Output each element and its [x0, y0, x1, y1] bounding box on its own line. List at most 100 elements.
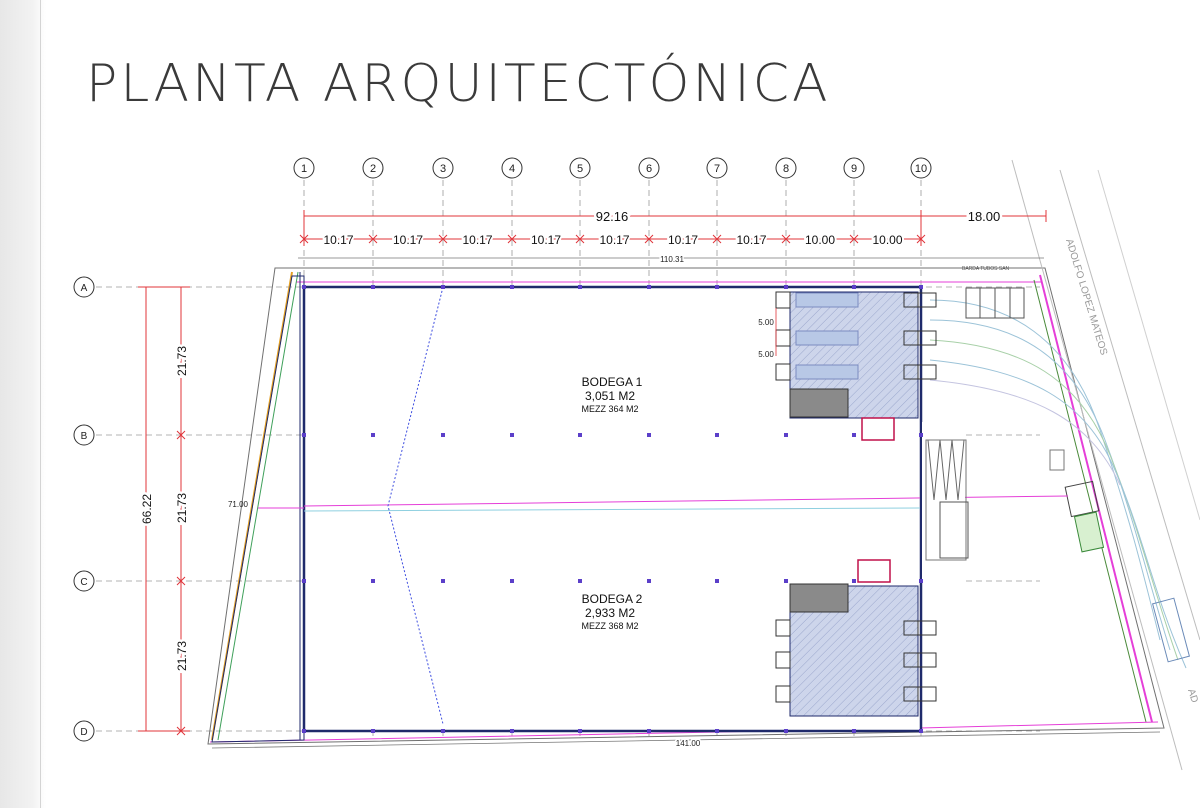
dock-doors — [775, 291, 937, 703]
column-grid-markers: 1 2 3 4 5 6 7 8 9 10 — [293, 157, 932, 179]
column-7-B — [715, 433, 719, 437]
warehouse-1-mezz: MEZZ 364 M2 — [581, 404, 638, 414]
grid-marker-8: 8 — [775, 157, 797, 179]
grid-marker-1: 1 — [293, 157, 315, 179]
bay-dim-1: 10.17 — [299, 231, 356, 249]
column-9-C — [852, 579, 856, 583]
building — [258, 285, 1069, 733]
grid-marker-2: 2 — [362, 157, 384, 179]
row-grid-markers: A B C D — [73, 276, 95, 742]
column-2-A — [371, 285, 375, 289]
dim-total-top: 92.16 — [596, 209, 629, 224]
grid-marker-3: 3 — [432, 157, 454, 179]
warehouse-1-area: 3,051 M2 — [585, 389, 635, 403]
left-bay-dim-2: 21.73 — [173, 490, 192, 586]
dim-mid-left: 71.00 — [228, 500, 249, 509]
left-dimensions: 66.22 71.00 — [138, 286, 249, 732]
site-boundary — [207, 267, 1165, 745]
dock-door-upper-2 — [775, 329, 937, 347]
bay-dim-4: 10.17 — [507, 231, 563, 249]
dock-door-upper-1 — [775, 291, 937, 309]
column-5-D — [578, 729, 582, 733]
column-8-D — [784, 729, 788, 733]
column-9-D — [852, 729, 856, 733]
warehouse-2-area: 2,933 M2 — [585, 606, 635, 620]
column-3-C — [441, 579, 445, 583]
bay-dimensions: 10.17 10.17 10.17 10.17 10.17 10.17 10.17 10.00… — [299, 231, 926, 249]
dim-inner-top: 110.31 — [660, 255, 684, 264]
column-6-D — [647, 729, 651, 733]
grid-label-8: 8 — [783, 163, 789, 175]
dock-door-lower-3 — [775, 685, 937, 703]
bay-dim-3: 10.17 — [438, 231, 495, 249]
bottom-dimension: 141.00 — [211, 731, 1161, 750]
bay-dim-6: 10.17 — [644, 231, 700, 249]
column-6-C — [647, 579, 651, 583]
column-2-D — [371, 729, 375, 733]
left-bay-dim-1: 21.73 — [173, 343, 192, 440]
warehouse-2-label: BODEGA 2 2,933 M2 MEZZ 368 M2 — [581, 592, 642, 631]
grid-label-B: B — [81, 431, 88, 442]
column-5-A — [578, 285, 582, 289]
left-bay-dim-label-1: 21.73 — [175, 346, 189, 376]
bay-dim-8: 10.00 — [781, 231, 837, 249]
column-8-B — [784, 433, 788, 437]
dock-door-lower-1 — [775, 619, 937, 637]
column-7-A — [715, 285, 719, 289]
dim-left-total: 66.22 — [140, 494, 154, 524]
column-7-D — [715, 729, 719, 733]
grid-label-3: 3 — [440, 163, 446, 175]
column-8-A — [784, 285, 788, 289]
warehouse-1-name: BODEGA 1 — [582, 375, 643, 389]
grid-label-9: 9 — [851, 163, 857, 175]
column-5-C — [578, 579, 582, 583]
column-4-B — [510, 433, 514, 437]
column-8-C — [784, 579, 788, 583]
warehouse-2-name: BODEGA 2 — [582, 592, 643, 606]
dock-dimensions: 5.00 5.00 — [758, 308, 777, 359]
grid-marker-7: 7 — [706, 157, 728, 179]
grid-label-1: 1 — [301, 163, 307, 175]
left-margin-line — [40, 0, 41, 808]
grid-label-5: 5 — [577, 163, 583, 175]
warehouse-2-mezz: MEZZ 368 M2 — [581, 621, 638, 631]
bay-dim-label-3: 10.17 — [462, 233, 492, 247]
grid-label-7: 7 — [714, 163, 720, 175]
grid-marker-A: A — [73, 276, 95, 298]
column-4-A — [510, 285, 514, 289]
bay-dim-label-7: 10.17 — [736, 233, 766, 247]
column-10-D — [919, 729, 923, 733]
bay-dim-2: 10.17 — [368, 231, 425, 249]
left-bay-dim-label-2: 21.73 — [175, 493, 189, 523]
bay-dim-label-1: 10.17 — [323, 233, 353, 247]
left-bay-dimensions: 21.73 21.73 21.73 — [173, 343, 192, 736]
grid-marker-6: 6 — [638, 157, 660, 179]
grid-label-10: 10 — [915, 163, 927, 175]
column-3-B — [441, 433, 445, 437]
grid-label-A: A — [81, 283, 88, 294]
column-3-A — [441, 285, 445, 289]
bay-dim-7: 10.17 — [712, 231, 769, 249]
column-9-B — [852, 433, 856, 437]
column-10-A — [919, 285, 923, 289]
column-5-B — [578, 433, 582, 437]
dock-door-lower-2 — [775, 651, 937, 669]
column-2-B — [371, 433, 375, 437]
structural-columns — [302, 285, 923, 733]
dim-bottom: 141.00 — [676, 739, 701, 748]
bay-dim-label-4: 10.17 — [531, 233, 561, 247]
top-dimensions: 92.16 18.00 110.31 — [298, 207, 1047, 266]
grid-label-4: 4 — [509, 163, 515, 175]
column-2-C — [371, 579, 375, 583]
grid-label-2: 2 — [370, 163, 376, 175]
grid-marker-C: C — [73, 570, 95, 592]
grid-marker-B: B — [73, 424, 95, 446]
bay-dim-label-6: 10.17 — [668, 233, 698, 247]
bay-dim-5: 10.17 — [575, 231, 632, 249]
column-9-A — [852, 285, 856, 289]
left-bay-dim-label-3: 21.73 — [175, 641, 189, 671]
grid-label-D: D — [80, 727, 87, 738]
grid-label-C: C — [80, 577, 87, 588]
grid-marker-10: 10 — [910, 157, 932, 179]
